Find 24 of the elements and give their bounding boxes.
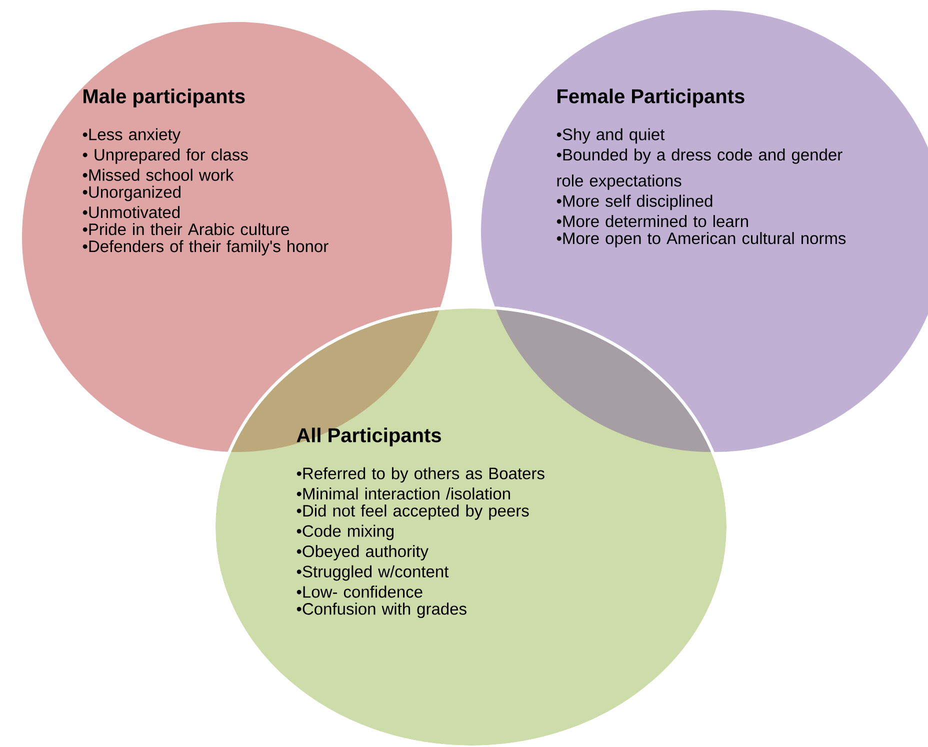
heading: All Participants bbox=[296, 428, 441, 446]
bullet-item: •Pride in their Arabic culture bbox=[82, 223, 289, 236]
heading: Male participants bbox=[84, 88, 245, 108]
bullet-item: •Did not feel accepted by peers bbox=[296, 504, 529, 520]
bullet-item: •Minimal interaction /isolation bbox=[296, 487, 510, 500]
bullet-item: •Shy and quiet bbox=[556, 128, 665, 144]
bullet-item: •Referred to by others as Boaters bbox=[296, 467, 544, 483]
venn-circle bbox=[212, 306, 730, 747]
bullet-item: •Unmotivated bbox=[82, 206, 180, 218]
bullet-item: •Bounded by a dress code and gender role expectations bbox=[556, 148, 842, 190]
heading: Female Participants bbox=[558, 88, 744, 108]
bullet-item: •Obeyed authority bbox=[296, 545, 428, 560]
bullet-item: •Less anxiety bbox=[82, 128, 181, 144]
bullet-item: •Code mixing bbox=[296, 524, 394, 540]
bullet-item: •More determined to learn bbox=[556, 215, 748, 228]
bullet-item: •Unorganized bbox=[82, 186, 180, 202]
bullet-item: •Missed school work bbox=[82, 168, 234, 181]
bullet-item: •Low- confidence bbox=[296, 586, 422, 598]
bullet-item: •More open to American cultural norms bbox=[556, 232, 846, 248]
bullet-item: •Confusion with grades bbox=[296, 602, 466, 618]
bullet-item: • Unprepared for class bbox=[82, 148, 248, 164]
bullet-item: •More self disciplined bbox=[556, 194, 712, 210]
bullet-item: •Defenders of their family's honor bbox=[82, 240, 328, 256]
bullet-item: •Struggled w/content bbox=[296, 565, 449, 581]
